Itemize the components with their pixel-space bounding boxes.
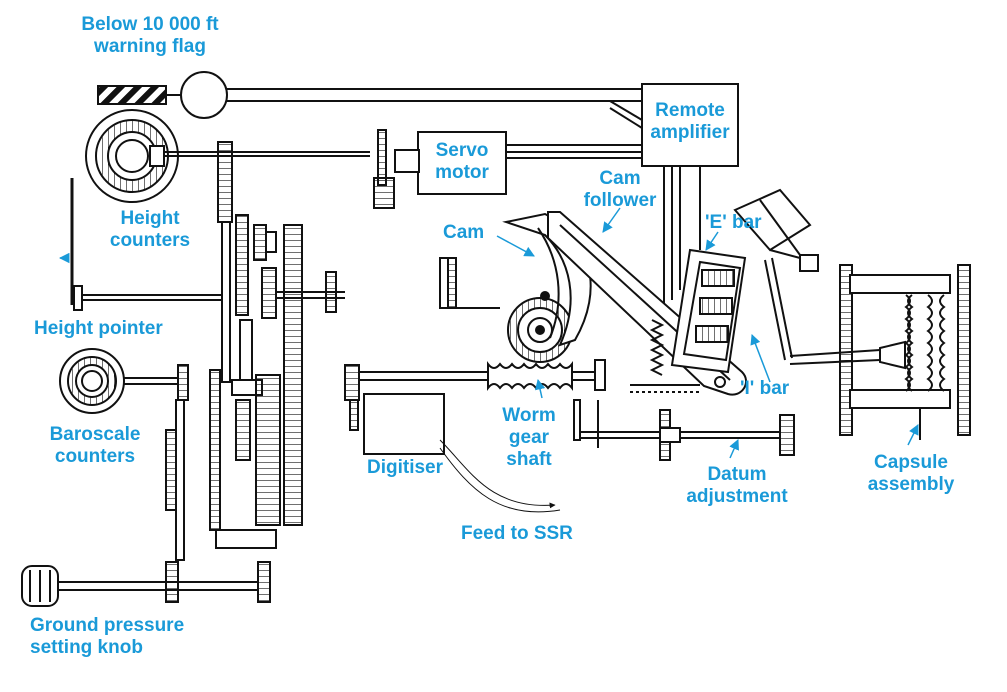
height-counters-label-line-2: counters xyxy=(100,230,200,252)
digitiser-box xyxy=(364,394,444,454)
datum-adjustment-label-line-2: adjustment xyxy=(682,486,792,508)
cam-label: Cam xyxy=(443,222,484,244)
warning-flag-label: Below 10 000 ft warning flag xyxy=(55,14,245,58)
capsule-assembly-label-line-1: Capsule xyxy=(856,452,966,474)
e-bar-label: 'E' bar xyxy=(705,212,762,234)
baroscale-counters-label: Baroscale counters xyxy=(40,424,150,468)
datum-adjustment-label-line-1: Datum xyxy=(682,464,792,486)
remote-amplifier-label-line-2: amplifier xyxy=(642,122,738,144)
worm-gear-shaft-label-line-1: Worm xyxy=(494,405,564,427)
datum-adjustment-label: Datum adjustment xyxy=(682,464,792,508)
remote-amplifier-label-line-1: Remote xyxy=(642,100,738,122)
height-counters-label: Height counters xyxy=(100,208,200,252)
height-counters-label-line-1: Height xyxy=(100,208,200,230)
worm-gear-shaft-label-line-2: gear xyxy=(494,427,564,449)
worm-gear-shaft-label: Worm gear shaft xyxy=(494,405,564,471)
digitiser-label: Digitiser xyxy=(367,457,443,479)
feed-to-ssr-label: Feed to SSR xyxy=(461,523,573,545)
worm-gear-shaft-label-line-3: shaft xyxy=(494,449,564,471)
capsule-assembly-label: Capsule assembly xyxy=(856,452,966,496)
warning-flag-label-line-2: warning flag xyxy=(55,36,245,58)
i-bar-label: 'I' bar xyxy=(740,378,789,400)
servo-motor-label-line-2: motor xyxy=(418,162,506,184)
warning-flag-label-line-1: Below 10 000 ft xyxy=(55,14,245,36)
ground-pressure-knob xyxy=(22,562,270,606)
cam-follower-label-line-1: Cam xyxy=(570,168,670,190)
cam-follower-label-line-2: follower xyxy=(570,190,670,212)
ground-pressure-knob-label-line-1: Ground pressure xyxy=(30,615,184,637)
warning-flag xyxy=(98,72,642,118)
remote-amplifier-label: Remote amplifier xyxy=(642,100,738,144)
servo-motor-label-line-1: Servo xyxy=(418,140,506,162)
gear-train xyxy=(210,142,345,548)
capsule-assembly-label-line-2: assembly xyxy=(856,474,966,496)
height-pointer-label: Height pointer xyxy=(34,318,163,340)
datum-adjustment xyxy=(574,400,794,460)
cam-follower-label: Cam follower xyxy=(570,168,670,212)
cam-spiral-gear xyxy=(440,258,572,362)
baroscale-counters-label-line-2: counters xyxy=(40,446,150,468)
baroscale-counters-label-line-1: Baroscale xyxy=(40,424,150,446)
ground-pressure-knob-label-line-2: setting knob xyxy=(30,637,184,659)
ground-pressure-knob-label: Ground pressure setting knob xyxy=(30,615,184,659)
servo-motor-label: Servo motor xyxy=(418,140,506,184)
